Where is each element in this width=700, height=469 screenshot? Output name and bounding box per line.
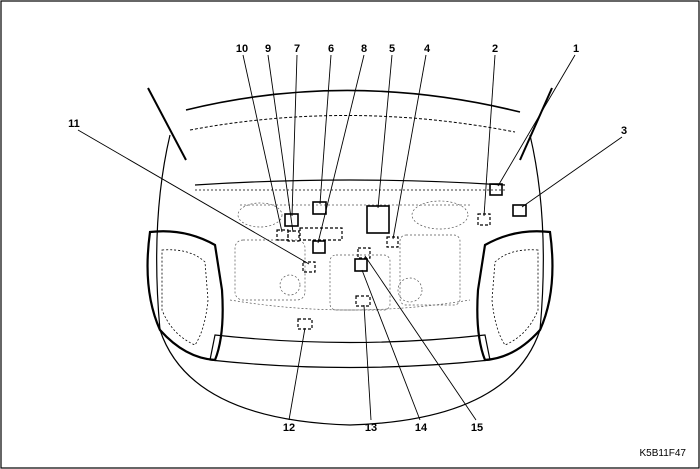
callout-8: 8 — [361, 43, 367, 55]
marker-13 — [355, 295, 371, 307]
callout-7: 7 — [294, 43, 300, 55]
marker-8 — [312, 240, 326, 254]
marker-14 — [354, 258, 368, 272]
marker-8-bracket — [299, 227, 343, 241]
callout-13: 13 — [365, 422, 377, 434]
callout-3: 3 — [621, 125, 627, 137]
component-markers — [276, 183, 527, 330]
callout-12: 12 — [283, 422, 295, 434]
figure-code: K5B11F47 — [639, 448, 686, 459]
callout-2: 2 — [492, 43, 498, 55]
callout-5: 5 — [389, 43, 395, 55]
callout-1: 1 — [573, 43, 579, 55]
marker-10 — [276, 229, 289, 241]
marker-7 — [284, 213, 299, 227]
callout-labels: 10 9 7 6 8 5 4 2 1 11 3 12 13 14 15 — [68, 43, 627, 434]
marker-15 — [357, 247, 371, 259]
vehicle-outline — [147, 87, 553, 426]
callout-11: 11 — [68, 118, 80, 130]
callout-15: 15 — [471, 422, 483, 434]
marker-11 — [302, 261, 316, 273]
callout-4: 4 — [424, 43, 431, 55]
marker-6 — [312, 201, 327, 215]
callout-10: 10 — [236, 43, 248, 55]
marker-9 — [287, 230, 300, 242]
marker-12 — [297, 318, 313, 330]
callout-6: 6 — [328, 43, 334, 55]
engine-components — [229, 200, 471, 311]
marker-1 — [489, 183, 503, 196]
right-headlamp — [476, 230, 554, 362]
callout-14: 14 — [415, 422, 428, 434]
marker-3 — [512, 204, 527, 217]
callout-9: 9 — [265, 43, 271, 55]
marker-4 — [386, 236, 399, 248]
leader-lines — [77, 54, 623, 421]
left-headlamp — [146, 230, 224, 362]
marker-5 — [366, 205, 390, 234]
